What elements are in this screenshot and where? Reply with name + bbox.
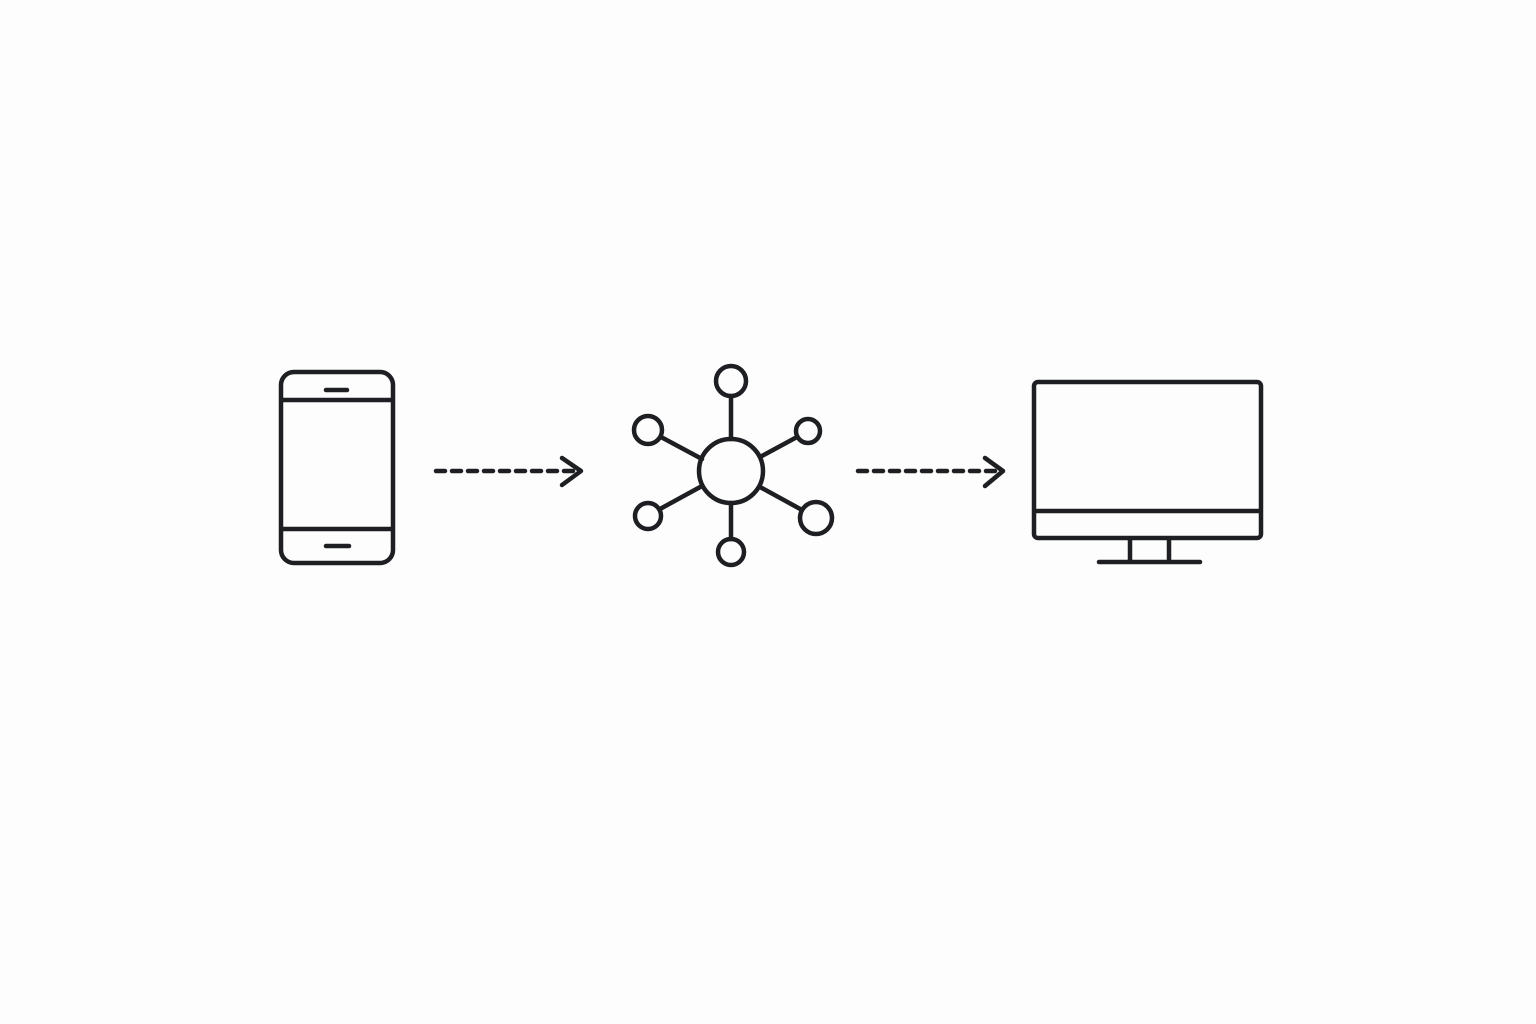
network-hub-icon: [631, 363, 835, 568]
desktop-monitor-icon: [1031, 379, 1264, 565]
arrow-hub-to-desktop: [855, 455, 1006, 489]
smartphone-icon: [278, 369, 396, 566]
arrow-phone-to-hub: [433, 455, 584, 488]
